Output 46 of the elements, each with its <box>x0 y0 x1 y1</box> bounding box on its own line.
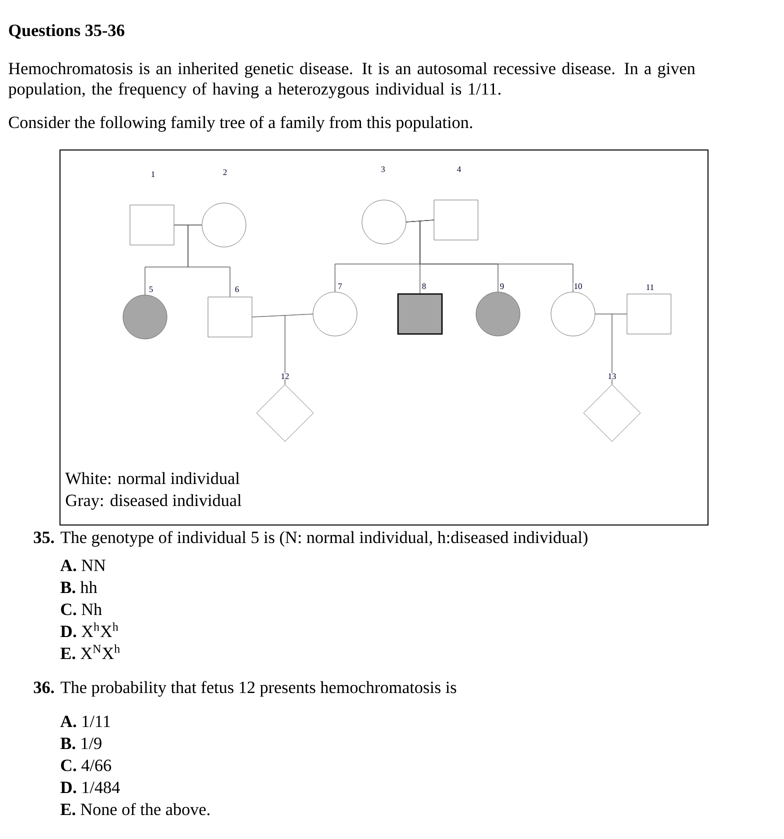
circle-symbol <box>312 292 358 336</box>
descent-line <box>612 314 627 384</box>
title: Questions 35-36 <box>9 24 124 39</box>
individual-number: 9 <box>499 282 505 290</box>
individual-number: 3 <box>380 166 386 173</box>
question-text: 35. The genotype of individual 5 is (N: normal individual, h:diseased individual) <box>34 530 588 547</box>
circle-symbol <box>202 202 246 248</box>
intro-paragraph: Hemochromatosis is an inherited genetic disease. It is an autosomal recessive disease. In a given population, the frequency of having a heterozygous individual is 1/11. <box>8 62 696 98</box>
answer-option: C. 4/66 <box>61 760 112 772</box>
answer-option: B. 1/9 <box>60 738 102 750</box>
square-symbol <box>208 296 252 338</box>
circle-symbol <box>476 292 520 336</box>
legend-text: White: normal individual <box>65 472 240 484</box>
individual-number: 5 <box>148 286 154 293</box>
individual-number: 1 <box>150 170 156 178</box>
answer-option: A. 1/11 <box>60 716 110 728</box>
answer-option: D. X$^{h}$X$^{h}$ <box>60 622 118 638</box>
descent-line <box>284 314 313 384</box>
circle-symbol <box>362 200 406 244</box>
individual-number: 8 <box>421 282 427 290</box>
individual-number: 7 <box>337 282 343 290</box>
individual-number: 12 <box>280 372 290 380</box>
square-symbol <box>397 293 443 335</box>
answer-option: E. X$^{N}$X$^{h}$ <box>60 644 120 660</box>
individual-number: 2 <box>222 168 228 176</box>
circle-symbol <box>550 292 596 336</box>
answer-option: A. NN <box>60 560 106 572</box>
question-text: 36. The probability that fetus 12 presents hemochromatosis is <box>34 680 456 697</box>
individual-number: 6 <box>234 286 240 293</box>
diamond-symbol <box>256 384 314 442</box>
pedigree-frame <box>60 150 708 526</box>
intro-sentence: Consider the following family tree of a family from this population. <box>8 116 472 132</box>
circle-symbol <box>122 294 168 340</box>
individual-number: 4 <box>456 166 462 172</box>
answer-option: E. None of the above. <box>60 802 210 816</box>
legend-text: Gray: diseased individual <box>66 494 242 510</box>
individual-number: 11 <box>645 284 655 290</box>
descent-line <box>188 224 230 297</box>
answer-option: D. 1/484 <box>60 782 120 794</box>
answer-option: B. hh <box>60 581 98 594</box>
square-symbol <box>434 200 478 240</box>
square-symbol <box>626 294 672 334</box>
individual-number: 13 <box>607 372 617 380</box>
answer-option: C. Nh <box>61 603 102 616</box>
square-symbol <box>130 204 174 246</box>
diamond-symbol <box>583 384 641 442</box>
